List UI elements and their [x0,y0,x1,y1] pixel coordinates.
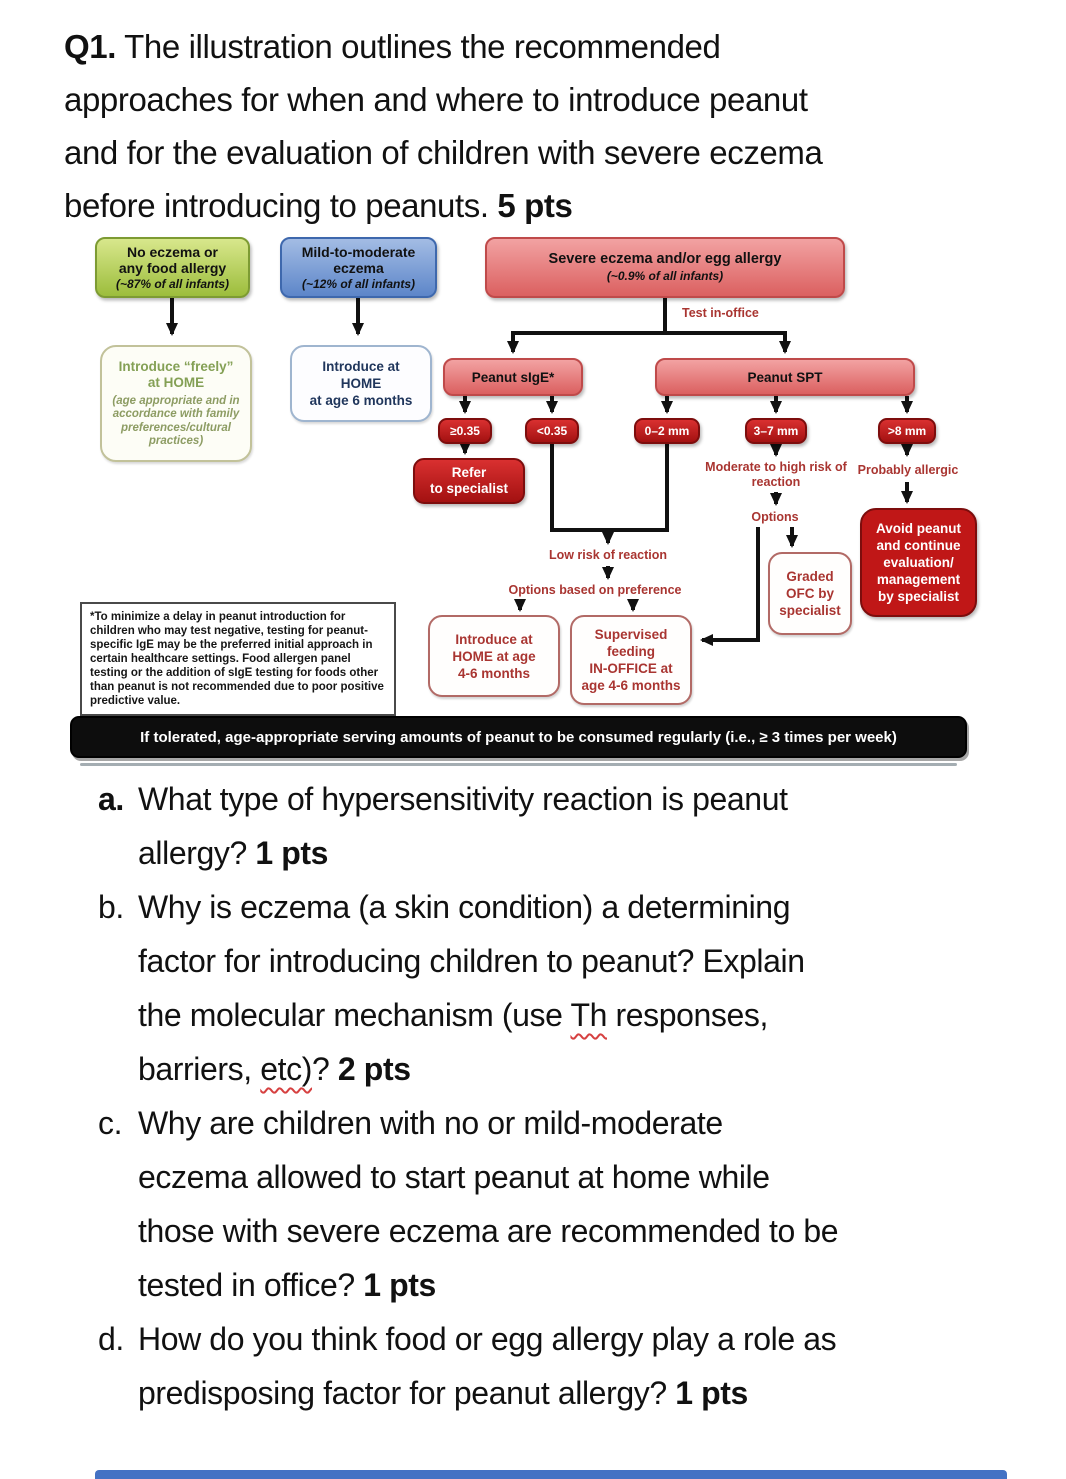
node-graded-ofc: Graded OFC by specialist [768,552,852,635]
questions-list: a. What type of hypersensitivity reaction… [98,772,1028,1420]
question-a-text: What type of hypersensitivity reaction i… [138,781,788,871]
peanut-introduction-flowchart: No eczema or any food allergy(~87% of al… [70,230,982,770]
question-d-points: 1 pts [675,1375,748,1411]
partial-bottom-bar [95,1470,1007,1479]
question-body: The illustration outlines the recommende… [64,28,823,224]
question-points: 5 pts [497,187,573,224]
node-peanut-sige: Peanut sIgE* [443,358,583,396]
flowchart-footnote: *To minimize a delay in peanut introduct… [80,602,396,716]
label-options-preference: Options based on preference [508,583,682,597]
node-supervised-feeding: Supervised feeding IN-OFFICE at age 4-6 … [570,615,692,705]
question-c-label: c. [98,1105,123,1141]
label-probably-allergic: Probably allergic [857,463,959,477]
question-a-points: 1 pts [255,835,329,871]
question-c-points: 1 pts [363,1267,436,1303]
node-spt-gt8mm: >8 mm [878,418,936,444]
node-introduce-freely: Introduce “freely” at HOME(age appropria… [100,345,252,462]
label-moderate-risk: Moderate to high risk of reaction [705,460,847,489]
node-introduce-home-46mo: Introduce at HOME at age 4-6 months [428,615,560,697]
banner-underline [80,763,957,766]
question-number: Q1. [64,28,116,65]
label-options: Options [751,510,799,524]
question-a-label: a. [98,781,124,817]
node-introduce-home-6mo: Introduce at HOME at age 6 months [290,345,432,422]
question-title: Q1. The illustration outlines the recomm… [64,20,1008,232]
node-spt-3-7mm: 3–7 mm [745,418,807,444]
question-item-c: c. Why are children with no or mild-moder… [98,1096,1028,1312]
question-item-a: a. What type of hypersensitivity reaction… [98,772,1028,880]
question-d-label: d. [98,1321,124,1357]
node-mild-eczema: Mild-to-moderate eczema(~12% of all infa… [280,237,437,298]
label-low-risk: Low risk of reaction [548,548,668,562]
label-test-in-office: Test in-office [682,306,759,320]
node-refer-specialist: Refer to specialist [413,458,525,504]
question-b-etc-term: etc) [260,1051,313,1087]
node-avoid-peanut: Avoid peanut and continue evaluation/ ma… [860,508,977,617]
question-b-text-3: ? [312,1051,338,1087]
question-d-text: How do you think food or egg allergy pla… [138,1321,837,1411]
question-b-th-term: Th [570,997,607,1033]
node-spt-0-2mm: 0–2 mm [634,418,700,444]
question-b-text-2: responses, barriers, [138,997,769,1087]
question-b-points: 2 pts [337,1051,411,1087]
question-item-d: d. How do you think food or egg allergy p… [98,1312,1028,1420]
tolerated-banner-text: If tolerated, age-appropriate serving am… [140,728,897,746]
node-sige-low: <0.35 [525,418,579,444]
tolerated-banner: If tolerated, age-appropriate serving am… [70,716,967,758]
node-severe-eczema: Severe eczema and/or egg allergy(~0.9% o… [485,237,845,298]
node-sige-high: ≥0.35 [438,418,492,444]
question-b-text-1: Why is eczema (a skin condition) a deter… [138,889,805,1033]
question-b-label: b. [98,889,124,925]
question-item-b: b. Why is eczema (a skin condition) a det… [98,880,1028,1096]
node-no-eczema: No eczema or any food allergy(~87% of al… [95,237,250,298]
node-peanut-spt: Peanut SPT [655,358,915,396]
question-c-text: Why are children with no or mild-moderat… [138,1105,839,1303]
